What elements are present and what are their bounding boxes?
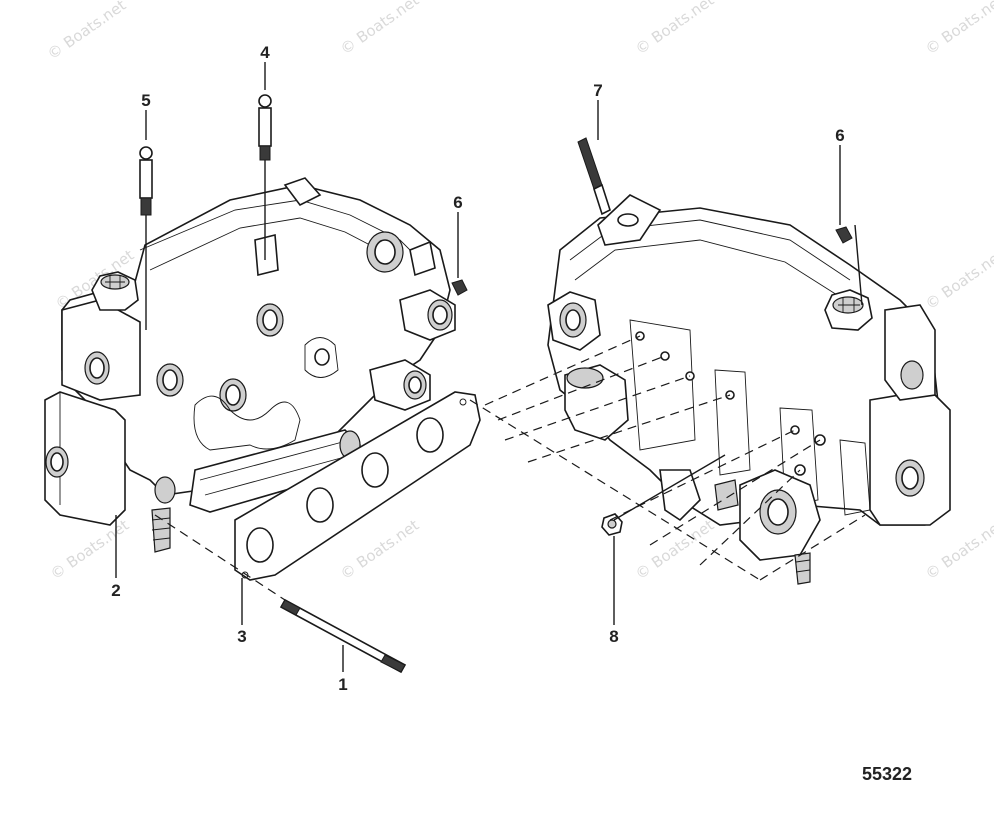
callout-1: 1 xyxy=(338,675,347,694)
left-exhaust-manifold-assembly xyxy=(44,177,456,553)
callout-3: 3 xyxy=(237,627,246,646)
watermark: © Boats.net xyxy=(922,246,994,313)
left-studs xyxy=(139,94,468,674)
callout-2: 2 xyxy=(111,581,120,600)
right-exhaust-manifold-assembly xyxy=(547,194,951,585)
callout-4: 4 xyxy=(260,43,270,62)
watermark: © Boats.net xyxy=(44,0,129,63)
left-gasket xyxy=(234,391,481,581)
callout-7: 7 xyxy=(593,81,602,100)
watermark: © Boats.net xyxy=(632,0,717,58)
watermark: © Boats.net xyxy=(922,516,994,583)
callout-5: 5 xyxy=(141,91,150,110)
callout-labels: 5 4 6 2 3 1 7 6 8 55322 xyxy=(111,43,912,784)
watermark: © Boats.net xyxy=(922,0,994,58)
right-fasteners xyxy=(577,137,853,536)
watermark: © Boats.net xyxy=(47,516,132,583)
left-leader-lines xyxy=(115,62,459,672)
watermark: © Boats.net xyxy=(632,516,717,583)
right-leader-lines xyxy=(469,100,866,625)
figure-number: 55322 xyxy=(862,764,912,784)
callout-6-left: 6 xyxy=(453,193,462,212)
callout-8: 8 xyxy=(609,627,618,646)
callout-6-right: 6 xyxy=(835,126,844,145)
watermark: © Boats.net xyxy=(337,0,422,58)
